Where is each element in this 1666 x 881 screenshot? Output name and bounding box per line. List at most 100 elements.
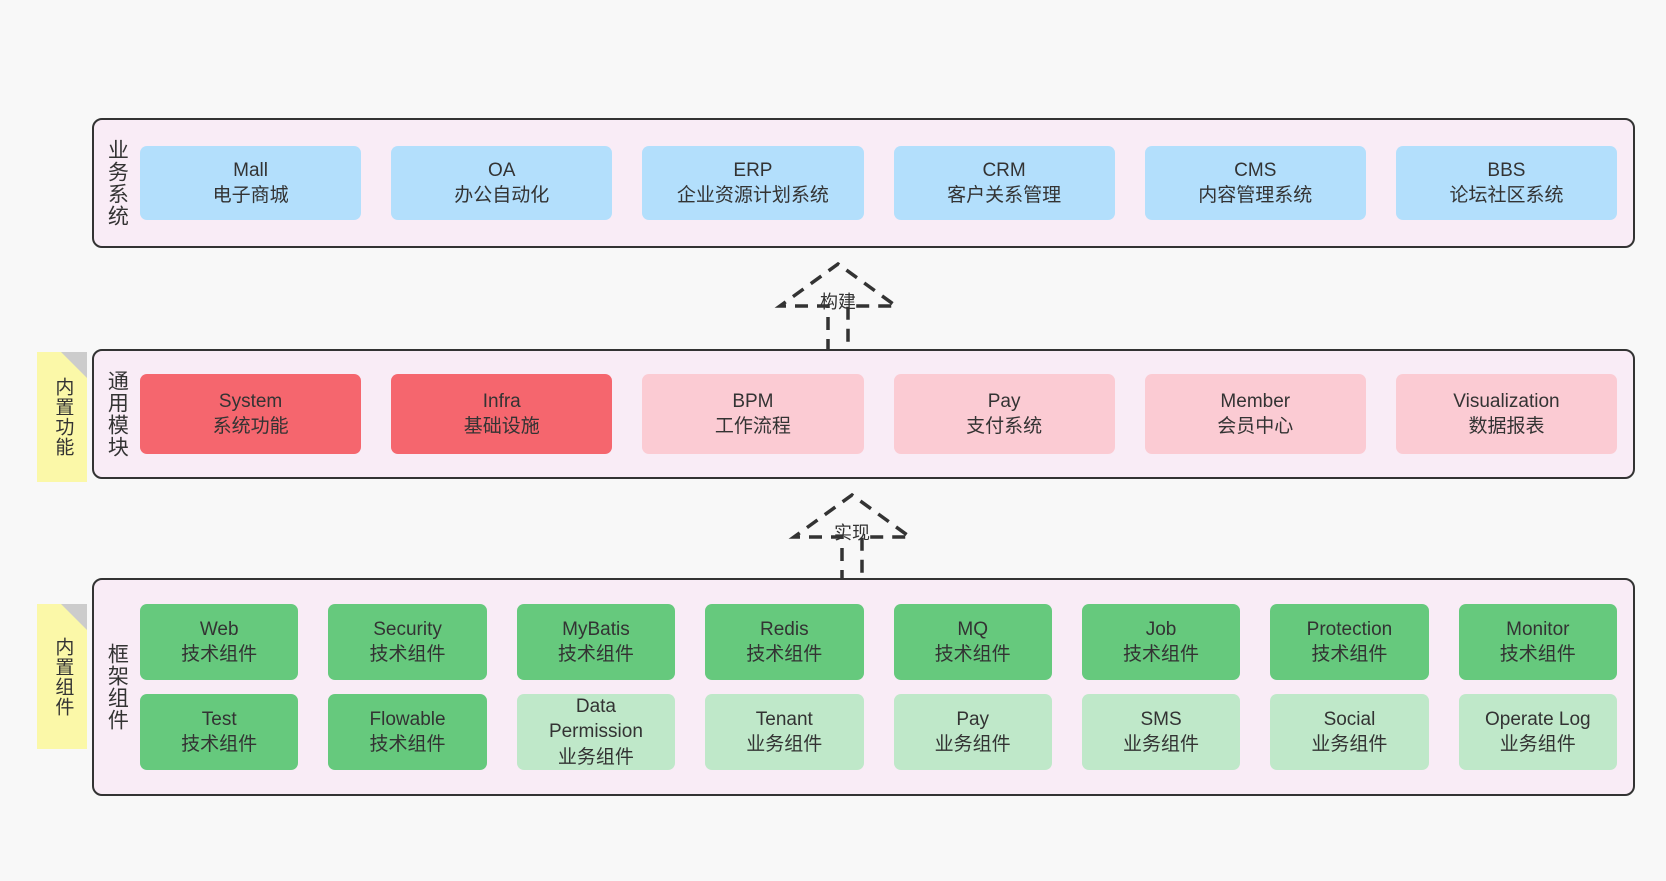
common-module-row: System 系统功能 Infra 基础设施 BPM 工作流程 Pay 支付系统… bbox=[140, 374, 1618, 454]
node-flowable-en: Flowable bbox=[369, 708, 446, 730]
node-social[interactable]: Social 业务组件 bbox=[1270, 694, 1429, 770]
node-social-cn: 业务组件 bbox=[1311, 734, 1388, 755]
node-infra[interactable]: Infra 基础设施 bbox=[391, 374, 613, 454]
node-erp-en: ERP bbox=[733, 159, 773, 181]
node-data-permission[interactable]: Data Permission 业务组件 bbox=[516, 694, 676, 770]
node-pay-module[interactable]: Pay 支付系统 bbox=[893, 374, 1115, 454]
node-data-permission-en: Data Permission bbox=[548, 695, 643, 743]
node-mybatis-cn: 技术组件 bbox=[557, 644, 634, 665]
implement-arrow: 实现 bbox=[772, 487, 932, 583]
node-crm-cn: 客户关系管理 bbox=[947, 185, 1062, 206]
node-mall[interactable]: Mall 电子商城 bbox=[140, 146, 362, 220]
node-test-en: Test bbox=[201, 708, 237, 730]
node-mybatis-en: MyBatis bbox=[562, 618, 630, 640]
node-erp-cn: 企业资源计划系统 bbox=[676, 185, 829, 206]
node-monitor-cn: 技术组件 bbox=[1499, 644, 1576, 665]
node-mybatis[interactable]: MyBatis 技术组件 bbox=[516, 604, 676, 680]
node-flowable[interactable]: Flowable 技术组件 bbox=[328, 694, 487, 770]
node-web-en: Web bbox=[199, 618, 239, 640]
node-tenant[interactable]: Tenant 业务组件 bbox=[705, 694, 864, 770]
node-oa-en: OA bbox=[488, 159, 516, 181]
node-test[interactable]: Test 技术组件 bbox=[140, 694, 299, 770]
node-social-en: Social bbox=[1323, 708, 1376, 730]
node-operate-log-cn: 业务组件 bbox=[1499, 734, 1576, 755]
node-protection-en: Protection bbox=[1306, 618, 1393, 640]
node-tenant-cn: 业务组件 bbox=[746, 734, 823, 755]
layer-title-business-system: 业务系统 bbox=[105, 139, 129, 227]
node-bbs[interactable]: BBS 论坛社区系统 bbox=[1395, 146, 1618, 220]
node-crm-en: CRM bbox=[982, 159, 1026, 181]
node-test-cn: 技术组件 bbox=[181, 734, 258, 755]
node-bpm-en: BPM bbox=[732, 390, 774, 412]
node-member-cn: 会员中心 bbox=[1217, 416, 1294, 437]
layer-body-framework-component: Web 技术组件 Security 技术组件 MyBatis 技术组件 Redi… bbox=[138, 580, 1633, 794]
node-sms-cn: 业务组件 bbox=[1123, 734, 1200, 755]
node-visualization-en: Visualization bbox=[1453, 390, 1560, 412]
node-infra-en: Infra bbox=[482, 390, 521, 412]
node-redis-en: Redis bbox=[760, 618, 809, 640]
node-sms[interactable]: SMS 业务组件 bbox=[1081, 694, 1241, 770]
node-visualization-cn: 数据报表 bbox=[1468, 416, 1545, 437]
layer-framework-component: 框架组件 Web 技术组件 Security 技术组件 MyBatis 技术组件… bbox=[92, 578, 1635, 796]
node-system-cn: 系统功能 bbox=[212, 416, 289, 437]
node-cms-en: CMS bbox=[1234, 159, 1277, 181]
layer-body-business-system: Mall 电子商城 OA 办公自动化 ERP 企业资源计划系统 CRM 客户关系… bbox=[138, 120, 1633, 246]
node-pay-module-cn: 支付系统 bbox=[966, 416, 1043, 437]
node-monitor-en: Monitor bbox=[1506, 618, 1570, 640]
node-mq[interactable]: MQ 技术组件 bbox=[893, 604, 1052, 680]
framework-business-row: Test 技术组件 Flowable 技术组件 Data Permission … bbox=[140, 694, 1617, 770]
node-pay-module-en: Pay bbox=[987, 390, 1021, 412]
business-system-row: Mall 电子商城 OA 办公自动化 ERP 企业资源计划系统 CRM 客户关系… bbox=[140, 146, 1618, 220]
layer-title-common-module: 通用模块 bbox=[105, 370, 129, 458]
node-job[interactable]: Job 技术组件 bbox=[1081, 604, 1241, 680]
node-member-en: Member bbox=[1220, 390, 1291, 412]
node-cms[interactable]: CMS 内容管理系统 bbox=[1144, 146, 1366, 220]
node-oa[interactable]: OA 办公自动化 bbox=[391, 146, 613, 220]
node-security-en: Security bbox=[373, 618, 442, 640]
node-job-cn: 技术组件 bbox=[1123, 644, 1200, 665]
node-web[interactable]: Web 技术组件 bbox=[140, 604, 299, 680]
build-arrow: 构建 bbox=[758, 256, 918, 352]
framework-tech-row: Web 技术组件 Security 技术组件 MyBatis 技术组件 Redi… bbox=[140, 604, 1617, 680]
node-tenant-en: Tenant bbox=[755, 708, 813, 730]
layer-common-module: 通用模块 System 系统功能 Infra 基础设施 BPM 工作流程 Pay bbox=[92, 349, 1635, 479]
node-operate-log-en: Operate Log bbox=[1484, 708, 1591, 730]
node-protection-cn: 技术组件 bbox=[1311, 644, 1388, 665]
node-operate-log[interactable]: Operate Log 业务组件 bbox=[1458, 694, 1617, 770]
node-system[interactable]: System 系统功能 bbox=[140, 374, 362, 454]
node-redis[interactable]: Redis 技术组件 bbox=[705, 604, 864, 680]
sticky-note-builtin-component-label: 内置组件 bbox=[52, 636, 74, 717]
node-member[interactable]: Member 会员中心 bbox=[1144, 374, 1366, 454]
node-crm[interactable]: CRM 客户关系管理 bbox=[893, 146, 1115, 220]
node-cms-cn: 内容管理系统 bbox=[1198, 185, 1313, 206]
node-data-permission-cn: 业务组件 bbox=[557, 746, 634, 768]
node-pay-component-cn: 业务组件 bbox=[934, 734, 1011, 755]
node-mq-cn: 技术组件 bbox=[934, 644, 1011, 665]
node-web-cn: 技术组件 bbox=[181, 644, 258, 665]
layer-business-system: 业务系统 Mall 电子商城 OA 办公自动化 ERP 企业资源计划系统 CRM bbox=[92, 118, 1635, 248]
node-sms-en: SMS bbox=[1140, 708, 1182, 730]
node-bbs-cn: 论坛社区系统 bbox=[1449, 185, 1564, 206]
node-bpm[interactable]: BPM 工作流程 bbox=[642, 374, 864, 454]
node-pay-component[interactable]: Pay 业务组件 bbox=[893, 694, 1052, 770]
node-infra-cn: 基础设施 bbox=[463, 416, 540, 437]
node-job-en: Job bbox=[1145, 618, 1177, 640]
sticky-note-builtin-component: 内置组件 bbox=[37, 604, 87, 749]
node-mq-en: MQ bbox=[957, 618, 988, 640]
node-mall-en: Mall bbox=[233, 159, 268, 181]
node-oa-cn: 办公自动化 bbox=[454, 185, 550, 206]
layer-title-framework-component: 框架组件 bbox=[105, 643, 129, 731]
node-protection[interactable]: Protection 技术组件 bbox=[1270, 604, 1429, 680]
node-system-en: System bbox=[218, 390, 283, 412]
node-bpm-cn: 工作流程 bbox=[714, 416, 791, 437]
node-visualization[interactable]: Visualization 数据报表 bbox=[1395, 374, 1618, 454]
node-security-cn: 技术组件 bbox=[369, 644, 446, 665]
node-redis-cn: 技术组件 bbox=[746, 644, 823, 665]
node-monitor[interactable]: Monitor 技术组件 bbox=[1458, 604, 1617, 680]
node-bbs-en: BBS bbox=[1487, 159, 1526, 181]
node-erp[interactable]: ERP 企业资源计划系统 bbox=[642, 146, 864, 220]
layer-body-common-module: System 系统功能 Infra 基础设施 BPM 工作流程 Pay 支付系统… bbox=[138, 351, 1633, 477]
node-security[interactable]: Security 技术组件 bbox=[328, 604, 487, 680]
node-pay-component-en: Pay bbox=[956, 708, 990, 730]
